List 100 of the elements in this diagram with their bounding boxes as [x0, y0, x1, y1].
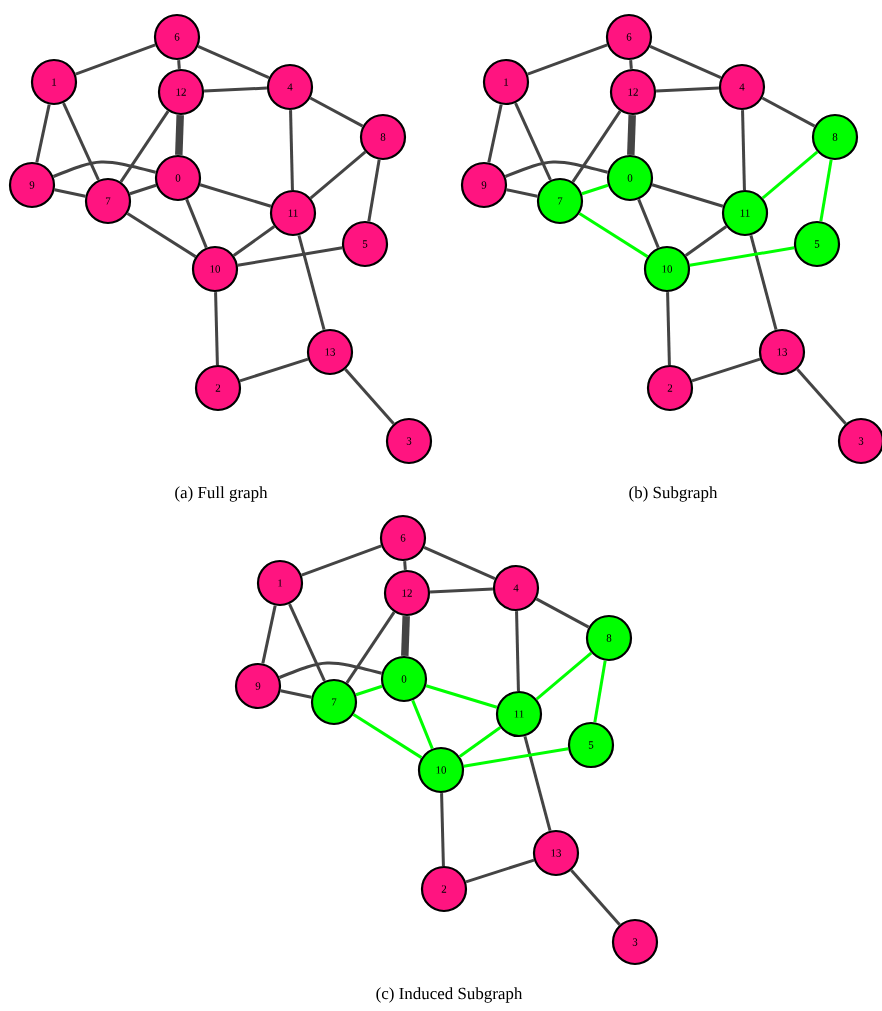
graph-edge	[185, 198, 208, 249]
graph-edge	[35, 104, 51, 163]
graph-edge	[175, 114, 184, 156]
graph-node: 10	[417, 746, 465, 794]
graph-edge	[689, 246, 795, 267]
graph-node: 11	[721, 189, 769, 237]
graph-edge	[761, 96, 816, 128]
graph-edge	[581, 183, 609, 196]
graph-node: 7	[310, 678, 358, 726]
graph-edge	[423, 546, 496, 581]
graph-edge	[345, 611, 396, 684]
graph-edge	[527, 43, 608, 76]
graph-edge	[571, 110, 622, 183]
graph-edge	[463, 747, 569, 768]
graph-edge	[301, 544, 382, 577]
graph-edge	[666, 292, 671, 365]
graph-node: 0	[380, 655, 428, 703]
graph-node: 1	[30, 58, 78, 106]
graph-edge	[199, 183, 272, 208]
graph-edge	[578, 212, 649, 258]
graph-edge	[119, 110, 170, 183]
graph-edge	[506, 188, 538, 198]
graph-node: 11	[495, 690, 543, 738]
graph-node: 9	[234, 662, 282, 710]
graph-edge	[514, 102, 552, 181]
graph-edge	[177, 59, 181, 70]
graph-edge	[297, 234, 326, 331]
graph-node: 6	[605, 13, 653, 61]
graph-edge	[656, 86, 719, 93]
graph-node: 13	[532, 829, 580, 877]
graph-node: 13	[758, 328, 806, 376]
graph-edge	[515, 611, 520, 691]
graph-node: 6	[153, 13, 201, 61]
graph-node: 3	[837, 417, 882, 465]
subfigure-caption: (b) Subgraph	[629, 486, 718, 502]
graph-edge	[411, 699, 434, 750]
graph-node: 3	[611, 918, 659, 966]
graph-node: 10	[191, 245, 239, 293]
graph-edge	[367, 159, 381, 222]
graph-edge	[691, 357, 761, 383]
graph-edge	[741, 110, 746, 190]
graph-edge	[403, 560, 407, 571]
graph-edge	[344, 368, 395, 425]
graph-node: 0	[606, 154, 654, 202]
graph-node: 11	[269, 189, 317, 237]
graph-node: 8	[811, 113, 859, 161]
graph-edge	[401, 615, 410, 657]
graph-edge	[637, 198, 660, 249]
graph-edge	[62, 102, 100, 181]
graph-edge	[288, 603, 326, 682]
graph-node: 7	[536, 177, 584, 225]
graph-edge	[239, 357, 309, 383]
graph-edge	[75, 43, 156, 76]
graph-node: 0	[154, 154, 202, 202]
graph-edge	[465, 858, 535, 884]
graph-node: 4	[492, 564, 540, 612]
graph-node: 5	[567, 721, 615, 769]
graph-node: 2	[194, 364, 242, 412]
graph-edge	[749, 234, 778, 331]
graph-edge	[129, 183, 157, 196]
graph-edge	[54, 188, 86, 198]
graph-node: 12	[383, 569, 431, 617]
graph-edge	[278, 661, 382, 679]
graph-edge	[204, 86, 267, 93]
graph-edge	[309, 96, 364, 128]
graph-node: 8	[585, 614, 633, 662]
graph-node: 5	[341, 220, 389, 268]
graph-node: 13	[306, 328, 354, 376]
graph-edge	[761, 150, 819, 200]
graph-edge	[52, 160, 156, 178]
graph-edge	[280, 689, 312, 699]
graph-edge	[440, 793, 445, 866]
subfigure-caption: (a) Full graph	[175, 486, 268, 502]
graph-edge	[570, 869, 621, 926]
graph-edge	[523, 735, 552, 832]
graph-edge	[430, 587, 493, 594]
graph-edge	[458, 726, 502, 758]
graph-node: 12	[157, 68, 205, 116]
graph-node: 1	[256, 559, 304, 607]
graph-node: 4	[718, 63, 766, 111]
subfigure-caption: (c) Induced Subgraph	[376, 987, 523, 1003]
graph-node: 3	[385, 417, 433, 465]
graph-edge	[261, 605, 277, 664]
graph-edge	[237, 246, 343, 267]
graph-edge	[197, 45, 270, 80]
graph-edge	[535, 597, 590, 629]
graph-node: 12	[609, 68, 657, 116]
graph-node: 9	[8, 161, 56, 209]
graph-edge	[796, 368, 847, 425]
graph-edge	[126, 212, 197, 258]
graph-edge	[352, 713, 423, 759]
graph-edge	[627, 114, 636, 156]
graph-node: 9	[460, 161, 508, 209]
graph-edge	[355, 684, 383, 697]
graph-edge	[504, 160, 608, 178]
graph-node: 1	[482, 58, 530, 106]
graph-edge	[425, 684, 498, 709]
graph-node: 5	[793, 220, 841, 268]
graph-node: 2	[646, 364, 694, 412]
graph-edge	[819, 159, 833, 222]
